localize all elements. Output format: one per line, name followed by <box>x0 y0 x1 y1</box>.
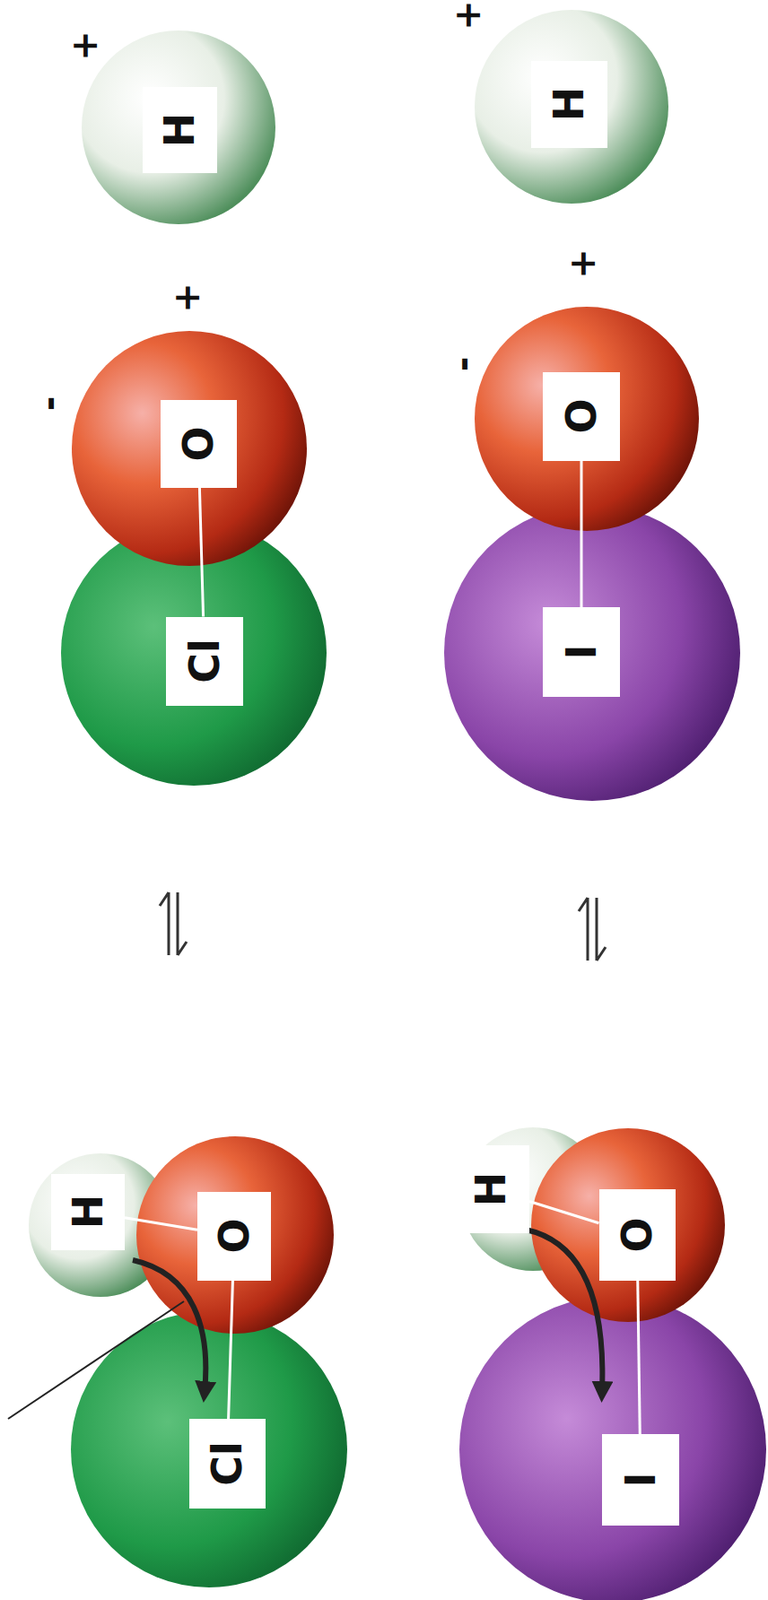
oxygen-atom <box>71 331 307 567</box>
atom-label-box: H <box>452 1145 530 1234</box>
bond-line <box>529 1201 600 1223</box>
atom-symbol: O <box>616 1217 658 1253</box>
atom-symbol: H <box>548 87 590 123</box>
bond-line <box>580 461 584 609</box>
atom-label-box: H <box>531 61 608 149</box>
atom-label-box: Cl <box>165 617 244 707</box>
atom-symbol: H <box>67 1195 109 1231</box>
atom-symbol: I <box>619 1472 662 1488</box>
iodine-atom <box>444 505 741 802</box>
hydrogen-atom <box>81 30 276 225</box>
charge-sign: - <box>445 357 481 373</box>
charge-sign: + <box>564 248 601 280</box>
iodine-atom <box>459 1296 767 1600</box>
equilibrium-arrows <box>159 892 606 961</box>
oxygen-atom <box>474 306 699 532</box>
chlorine-atom <box>70 1311 348 1589</box>
charge-sign: + <box>168 282 205 314</box>
electron-shift-arrow <box>525 1230 603 1393</box>
charge-sign: + <box>449 0 486 31</box>
atom-label-box: I <box>542 607 620 698</box>
atom-symbol: O <box>177 426 219 462</box>
charge-sign: + <box>66 30 103 62</box>
atom-label-box: I <box>602 1434 680 1527</box>
atom-label-box: O <box>160 400 237 489</box>
bond-line <box>228 1281 234 1421</box>
atom-symbol: Cl <box>183 638 226 684</box>
atom-label-box: Cl <box>189 1419 266 1510</box>
hydrogen-atom <box>474 9 669 204</box>
atom-symbol: O <box>560 398 603 434</box>
atom-symbol: Cl <box>206 1441 248 1487</box>
atom-label-box: O <box>542 372 620 462</box>
oxygen-atom <box>136 1136 334 1335</box>
charge-sign: - <box>31 396 68 412</box>
atom-label-box: O <box>197 1192 271 1282</box>
bond-line <box>124 1218 198 1231</box>
leader-line <box>8 1301 184 1420</box>
electron-shift-arrow <box>132 1260 206 1393</box>
atom-symbol: O <box>213 1218 255 1254</box>
bond-line <box>199 488 203 618</box>
atom-symbol: H <box>158 113 201 149</box>
atom-label-box: O <box>599 1189 676 1282</box>
atom-label-box: H <box>142 87 218 174</box>
atom-label-box: H <box>51 1174 125 1251</box>
atom-symbol: H <box>470 1172 512 1208</box>
bond-line <box>637 1281 641 1435</box>
oxygen-atom <box>531 1128 725 1323</box>
atom-symbol: I <box>560 644 603 660</box>
